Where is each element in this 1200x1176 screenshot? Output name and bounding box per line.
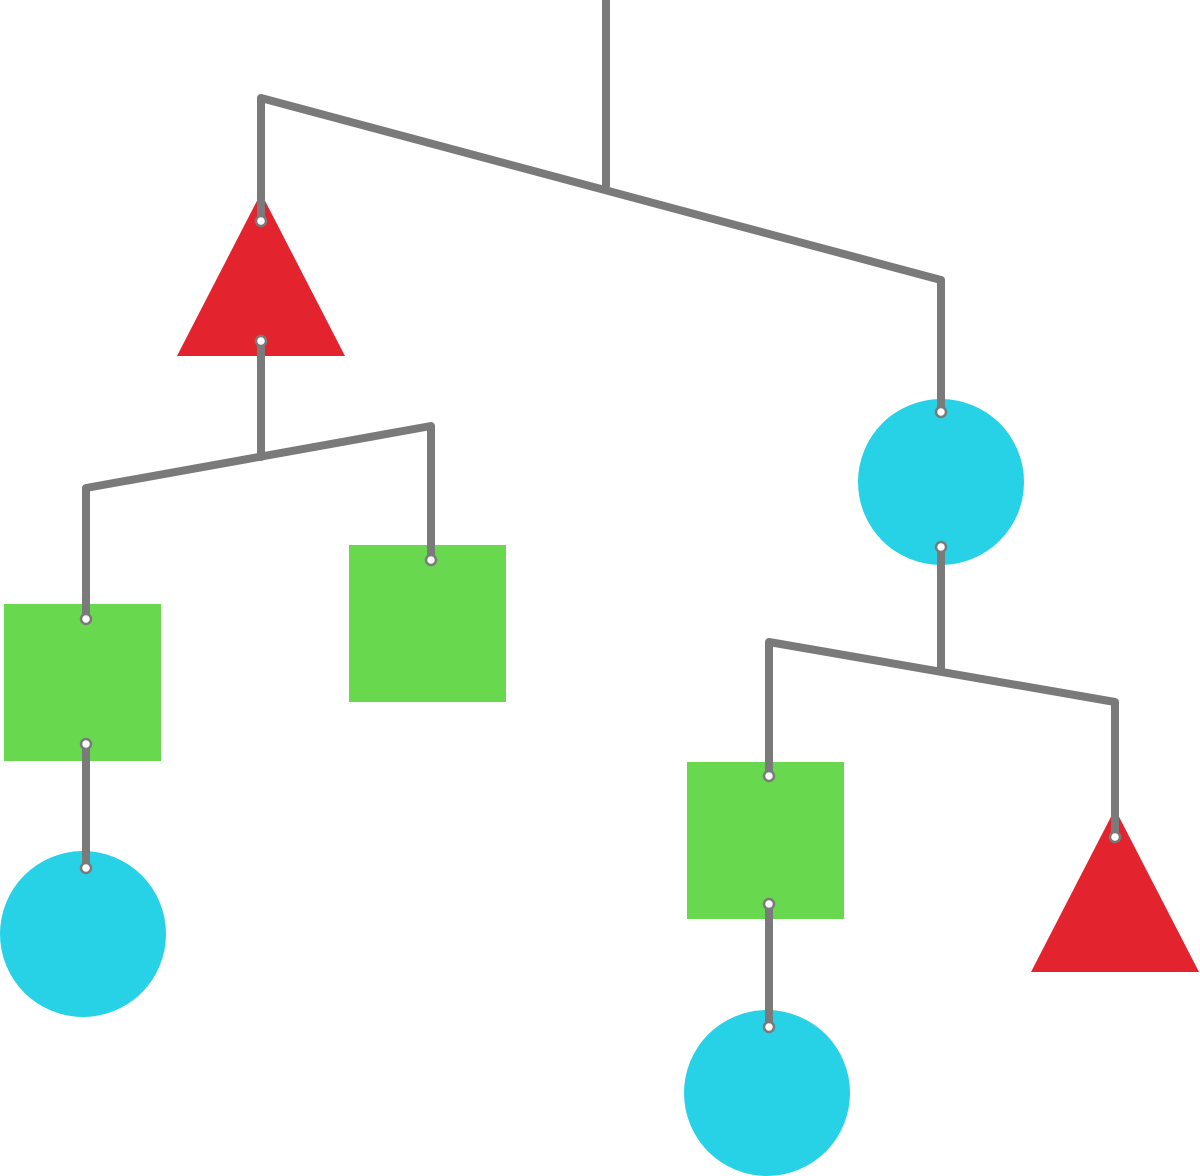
- hook-icon: [424, 553, 438, 567]
- right-circle: [858, 399, 1024, 565]
- bottom-circle: [684, 1010, 850, 1176]
- hook-icon: [254, 334, 268, 348]
- bottom-left-circle: [0, 851, 166, 1017]
- right-triangle: [1031, 809, 1199, 972]
- rod-left-beam: [82, 422, 435, 621]
- hook-icon: [79, 737, 93, 751]
- left-square: [4, 604, 161, 761]
- hook-icon: [934, 405, 948, 419]
- lower-square: [687, 762, 844, 919]
- hooks: [79, 214, 1122, 1034]
- hook-icon: [762, 897, 776, 911]
- hook-icon: [79, 861, 93, 875]
- middle-square: [349, 545, 506, 702]
- hook-icon: [79, 612, 93, 626]
- rod-right-beam: [765, 638, 1119, 839]
- rod-top-beam: [257, 94, 945, 414]
- hook-icon: [934, 540, 948, 554]
- hook-icon: [762, 769, 776, 783]
- top-left-triangle: [177, 193, 345, 356]
- hook-icon: [254, 214, 268, 228]
- hook-icon: [762, 1020, 776, 1034]
- shapes: [0, 193, 1199, 1176]
- hook-icon: [1108, 830, 1122, 844]
